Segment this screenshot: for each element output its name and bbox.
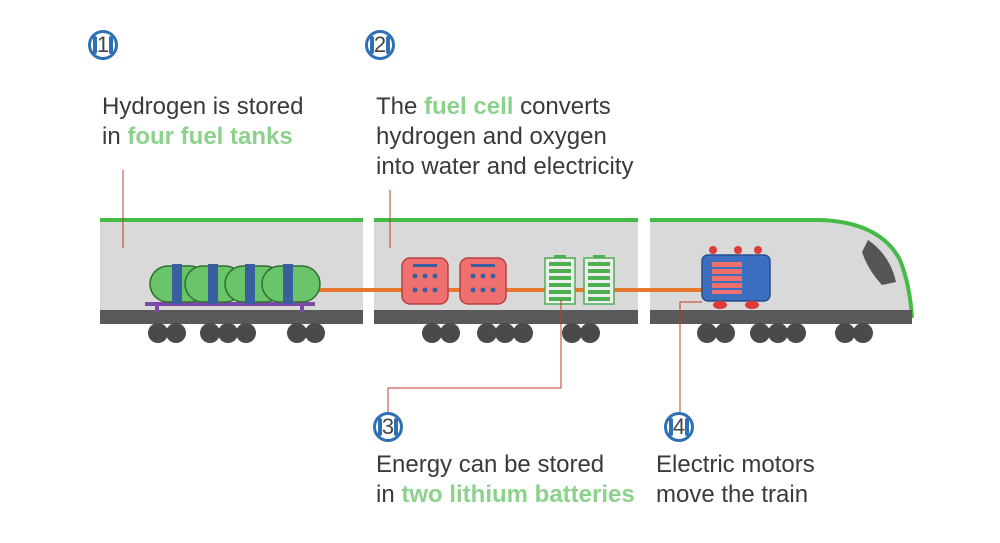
wheel — [835, 323, 855, 343]
rack-leg — [300, 306, 304, 312]
highlight-two-lithium-batteries: two lithium batteries — [401, 481, 635, 508]
wheel — [513, 323, 533, 343]
motor-terminal — [734, 246, 742, 254]
step-1-line-2: in four fuel tanks — [102, 123, 293, 150]
electric-motor — [701, 246, 771, 309]
tank-band — [245, 264, 255, 304]
car-2-floor — [374, 310, 638, 324]
car-1-floor — [100, 310, 363, 324]
wheel — [166, 323, 186, 343]
highlight-four-fuel-tanks: four fuel tanks — [127, 123, 293, 150]
lithium-battery — [583, 255, 615, 305]
step-2-badge: 2 — [365, 30, 395, 60]
leader-line-4 — [679, 301, 702, 412]
wheel — [477, 323, 497, 343]
step-1-badge: 1 — [88, 30, 118, 60]
car-1 — [100, 218, 363, 324]
wheel — [148, 323, 168, 343]
tank-band — [172, 264, 182, 304]
step-3-badge: 3 — [373, 412, 403, 442]
tank-band — [283, 264, 293, 304]
wheel — [562, 323, 582, 343]
motor-terminal — [709, 246, 717, 254]
leader-line-3 — [387, 300, 562, 412]
wheel — [580, 323, 600, 343]
wheel — [853, 323, 873, 343]
rack-leg — [155, 306, 159, 312]
car-2-roof — [374, 218, 638, 222]
wheel — [218, 323, 238, 343]
wheel — [440, 323, 460, 343]
windshield — [862, 240, 896, 285]
wheel — [305, 323, 325, 343]
car-3-floor — [650, 310, 912, 324]
wheel — [236, 323, 256, 343]
motor-terminal — [754, 246, 762, 254]
motor-foot — [713, 301, 727, 309]
step-2-line-2: hydrogen and oxygen — [376, 123, 607, 150]
wheel — [200, 323, 220, 343]
wheel — [715, 323, 735, 343]
fuel-cell-bar — [413, 264, 437, 267]
wheels — [148, 323, 873, 343]
fuel-cell-2 — [459, 257, 507, 305]
step-2-line-1: The fuel cell converts — [376, 93, 611, 120]
step-4-text: Electric motors move the train — [656, 450, 815, 510]
wheel — [697, 323, 717, 343]
car-3 — [650, 218, 914, 324]
step-3-line-1: Energy can be stored — [376, 451, 605, 478]
wheel — [750, 323, 770, 343]
tank-rack — [145, 302, 315, 306]
lithium-battery — [544, 255, 576, 305]
step-4-badge: 4 — [664, 412, 694, 442]
fuel-tanks — [145, 264, 321, 312]
fuel-cell-1 — [401, 257, 449, 305]
wheel — [786, 323, 806, 343]
tank-band — [208, 264, 218, 304]
step-4-line-2: move the train — [656, 481, 809, 508]
step-3-text: Energy can be stored in two lithium batt… — [376, 450, 635, 510]
wheel — [768, 323, 788, 343]
batteries — [544, 255, 615, 305]
wheel — [422, 323, 442, 343]
step-2-line-3: into water and electricity — [376, 153, 634, 180]
car-1-roof — [100, 218, 363, 222]
step-1-line-1: Hydrogen is stored — [102, 93, 304, 120]
fuel-cell-bar — [471, 264, 495, 267]
fuel-cells — [401, 257, 507, 305]
step-4-line-1: Electric motors — [656, 451, 815, 478]
highlight-fuel-cell: fuel cell — [424, 93, 514, 120]
motor-foot — [745, 301, 759, 309]
step-1-text: Hydrogen is stored in four fuel tanks — [102, 92, 303, 152]
wheel — [287, 323, 307, 343]
leader-lines — [122, 170, 702, 412]
car-3-roof — [650, 218, 914, 319]
step-3-line-2: in two lithium batteries — [376, 481, 635, 508]
wheel — [495, 323, 515, 343]
step-2-text: The fuel cell converts hydrogen and oxyg… — [376, 92, 633, 182]
